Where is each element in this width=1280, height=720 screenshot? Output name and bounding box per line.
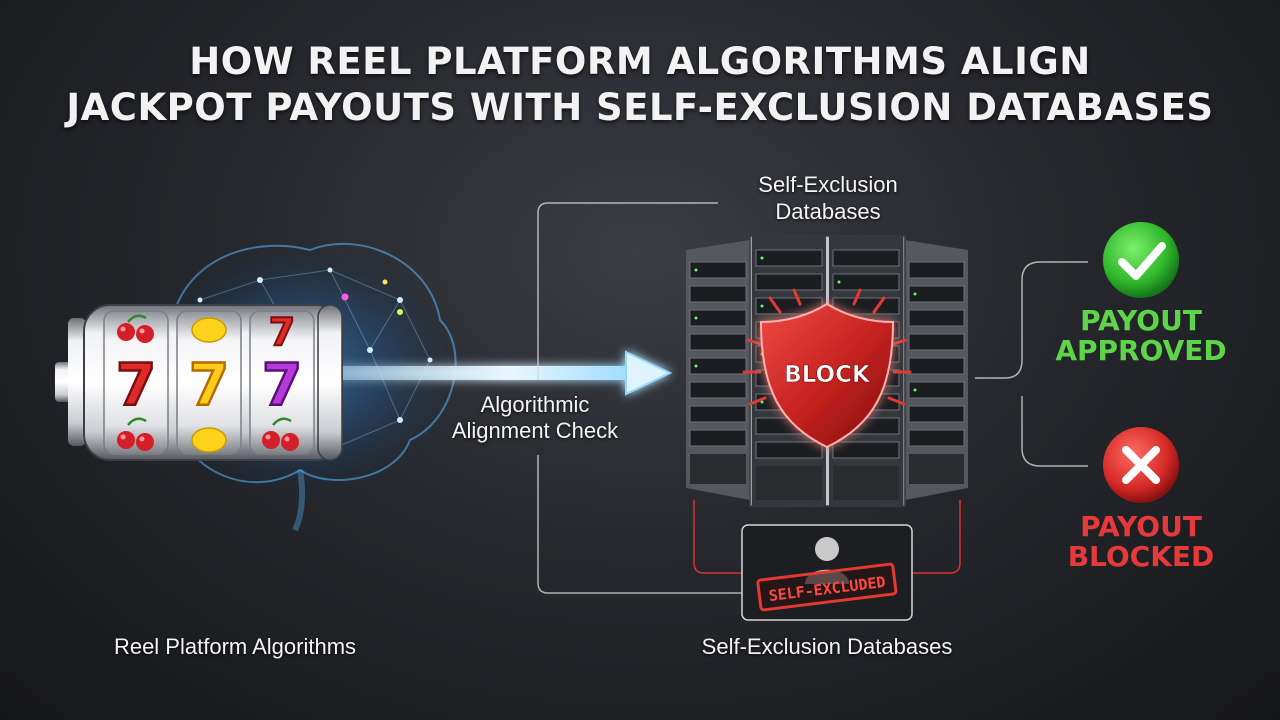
reel-symbols: 7 7 7 7 xyxy=(115,309,303,453)
cherry-icon xyxy=(117,417,154,451)
diagram-title-line2: JACKPOT PAYOUTS WITH SELF-EXCLUSION DATA… xyxy=(66,86,1214,129)
seven-icon: 7 xyxy=(269,310,295,354)
reel-caption: Reel Platform Algorithms xyxy=(113,634,357,659)
seven-icon: 7 xyxy=(116,351,156,419)
cherry-icon xyxy=(262,417,299,451)
seven-icon: 7 xyxy=(262,351,302,419)
check-icon xyxy=(1103,222,1179,298)
alert-rays xyxy=(742,288,912,406)
shield-icon xyxy=(759,302,895,449)
alert-connectors xyxy=(693,500,961,574)
self-excluded-card xyxy=(741,524,913,621)
lemon-icon xyxy=(191,317,227,343)
alignment-arrow xyxy=(330,350,673,396)
shield-block-label: BLOCK xyxy=(784,362,871,388)
payout-approved-line2: APPROVED xyxy=(1055,334,1227,367)
db-caption: Self-Exclusion Databases xyxy=(701,634,953,659)
connector-lines xyxy=(537,202,1088,594)
cherry-icon xyxy=(117,314,154,343)
x-icon xyxy=(1103,427,1179,503)
lemon-icon xyxy=(191,427,227,453)
alignment-check-line1: Algorithmic xyxy=(480,392,590,417)
payout-approved-line1: PAYOUT xyxy=(1080,304,1202,337)
alignment-check-line2: Alignment Check xyxy=(451,418,619,443)
db-top-label-line2: Databases xyxy=(775,199,881,224)
diagram-title-line1: HOW REEL PLATFORM ALGORITHMS ALIGN xyxy=(189,40,1091,83)
seven-icon: 7 xyxy=(189,351,229,419)
db-top-label-line1: Self-Exclusion xyxy=(758,172,898,197)
payout-blocked-line1: PAYOUT xyxy=(1080,510,1202,543)
payout-blocked-line2: BLOCKED xyxy=(1067,540,1215,573)
